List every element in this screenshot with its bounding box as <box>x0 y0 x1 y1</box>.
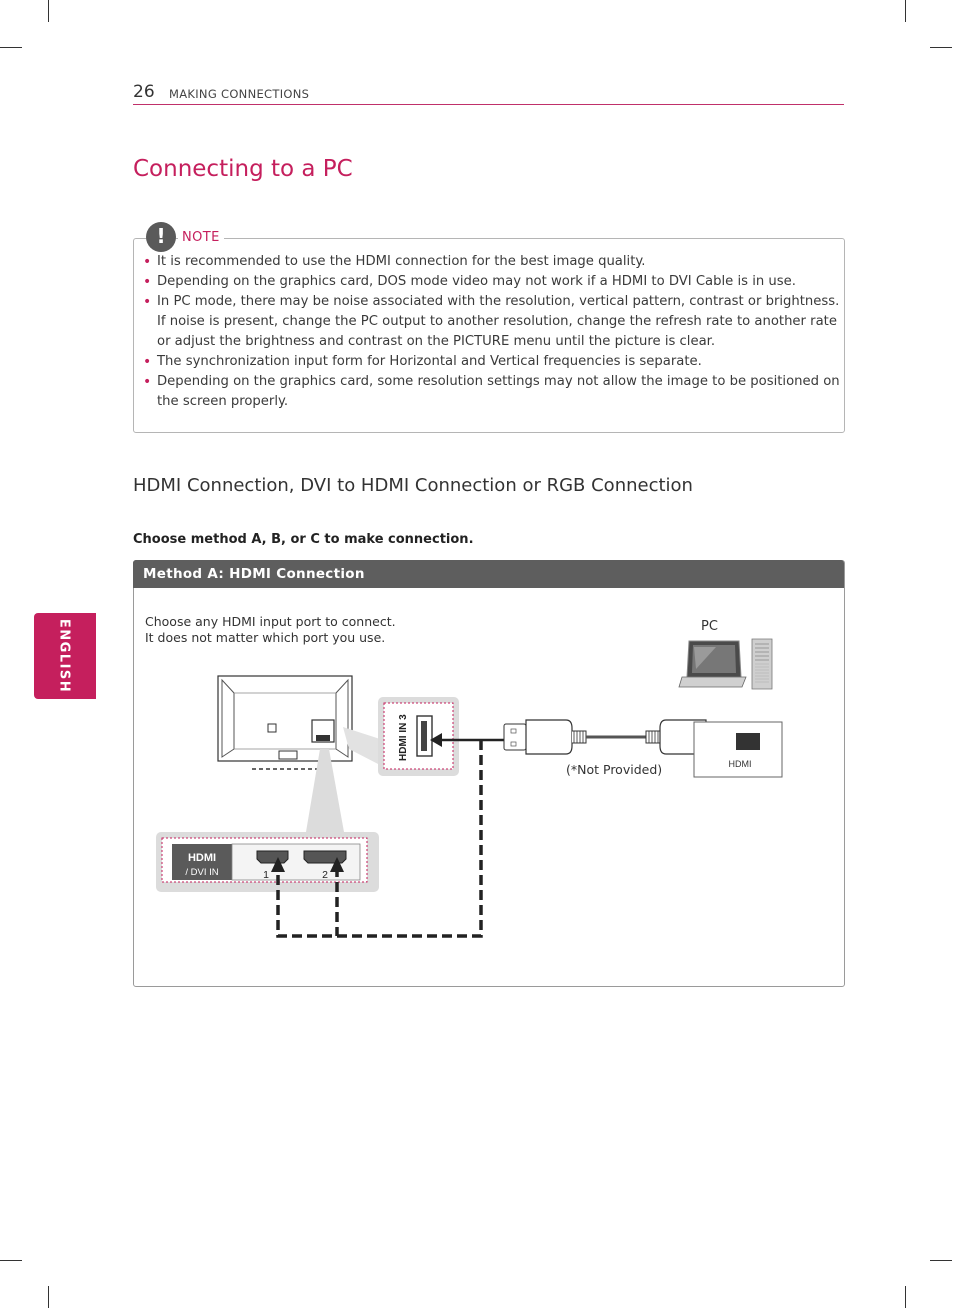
page-title: Connecting to a PC <box>133 156 353 182</box>
crop-mark <box>48 1286 49 1308</box>
language-tab: ENGLISH <box>34 613 96 699</box>
hdmi-logo: HDMI <box>188 852 216 864</box>
crop-mark <box>48 0 49 22</box>
side-port-label: HDMI IN 3 <box>398 714 409 761</box>
dvi-in-label: / DVI IN <box>185 867 218 878</box>
arrow-left-icon <box>430 733 442 747</box>
arrow-up-icon <box>271 857 285 872</box>
method-description: Choose any HDMI input port to connect. I… <box>145 614 396 646</box>
crop-mark <box>930 47 952 48</box>
section-subtitle: HDMI Connection, DVI to HDMI Connection … <box>133 475 693 496</box>
pc-hdmi-port: HDMI <box>693 721 783 778</box>
note-list: It is recommended to use the HDMI connec… <box>142 252 842 412</box>
description-line: Choose any HDMI input port to connect. <box>145 614 396 629</box>
crop-mark <box>930 1260 952 1261</box>
rear-port-panel: HDMI / DVI IN 1 2 <box>156 832 379 892</box>
crop-mark <box>905 0 906 22</box>
language-tab-label: ENGLISH <box>56 618 72 694</box>
laptop-icon <box>678 640 747 688</box>
note-item: Depending on the graphics card, some res… <box>142 372 842 412</box>
tv-rear-illustration <box>217 675 353 770</box>
note-box <box>133 238 845 433</box>
note-item: In PC mode, there may be noise associate… <box>142 292 842 352</box>
page-header: 26 MAKING CONNECTIONS <box>133 82 844 105</box>
note-label: NOTE <box>178 230 224 245</box>
section-name: MAKING CONNECTIONS <box>169 87 310 101</box>
note-item: It is recommended to use the HDMI connec… <box>142 252 842 272</box>
note-item: Depending on the graphics card, DOS mode… <box>142 272 842 292</box>
crop-mark <box>905 1286 906 1308</box>
connection-diagram: HDMI IN 3 HDMI / DVI IN 1 2 (*Not Prov <box>156 619 783 938</box>
side-port-panel: HDMI IN 3 <box>378 697 459 776</box>
crop-mark <box>0 1260 22 1261</box>
method-header: Method A: HDMI Connection <box>133 560 844 588</box>
pc-label: PC <box>701 619 718 634</box>
arrow-up-icon <box>330 857 344 872</box>
method-header-label: Method A: HDMI Connection <box>143 566 365 582</box>
pc-port-label: HDMI <box>729 759 752 769</box>
instruction-text: Choose method A, B, or C to make connect… <box>133 532 474 547</box>
port-number-2: 2 <box>322 869 328 881</box>
exclamation-icon: ! <box>146 222 176 252</box>
description-line: It does not matter which port you use. <box>145 630 386 645</box>
note-item: The synchronization input form for Horiz… <box>142 352 842 372</box>
port-number-1: 1 <box>263 869 269 881</box>
cable-note: (*Not Provided) <box>566 762 662 777</box>
desktop-tower-icon <box>751 638 773 690</box>
page-number: 26 <box>133 82 155 102</box>
dashed-route <box>276 740 483 938</box>
crop-mark <box>0 47 22 48</box>
